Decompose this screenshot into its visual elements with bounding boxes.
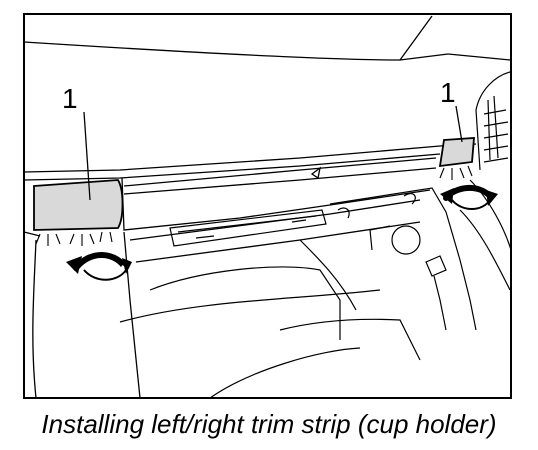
callout-label-left: 1 <box>62 83 78 114</box>
clip-icon <box>35 231 113 246</box>
dash-emblem <box>310 166 321 180</box>
cup-holder-area <box>329 187 477 331</box>
radio-slot <box>169 209 327 247</box>
air-vent <box>475 71 511 171</box>
diagram-drawing: 1 1 <box>23 13 512 399</box>
figure-caption: Installing left/right trim strip (cup ho… <box>41 409 497 439</box>
rotation-arrow-icon <box>66 252 132 281</box>
callout-leader-right <box>455 105 463 143</box>
installation-diagram: 1 1 <box>23 13 512 399</box>
clip-icon <box>439 165 473 180</box>
center-console <box>119 179 512 399</box>
right-trim-strip <box>438 137 475 168</box>
callout-label-right: 1 <box>440 77 456 108</box>
windshield-lines <box>23 15 511 61</box>
left-trim-strip <box>33 179 124 231</box>
rotation-arrow-icon <box>440 185 498 210</box>
figure-frame <box>23 13 512 399</box>
callout-leader-left <box>83 111 91 201</box>
